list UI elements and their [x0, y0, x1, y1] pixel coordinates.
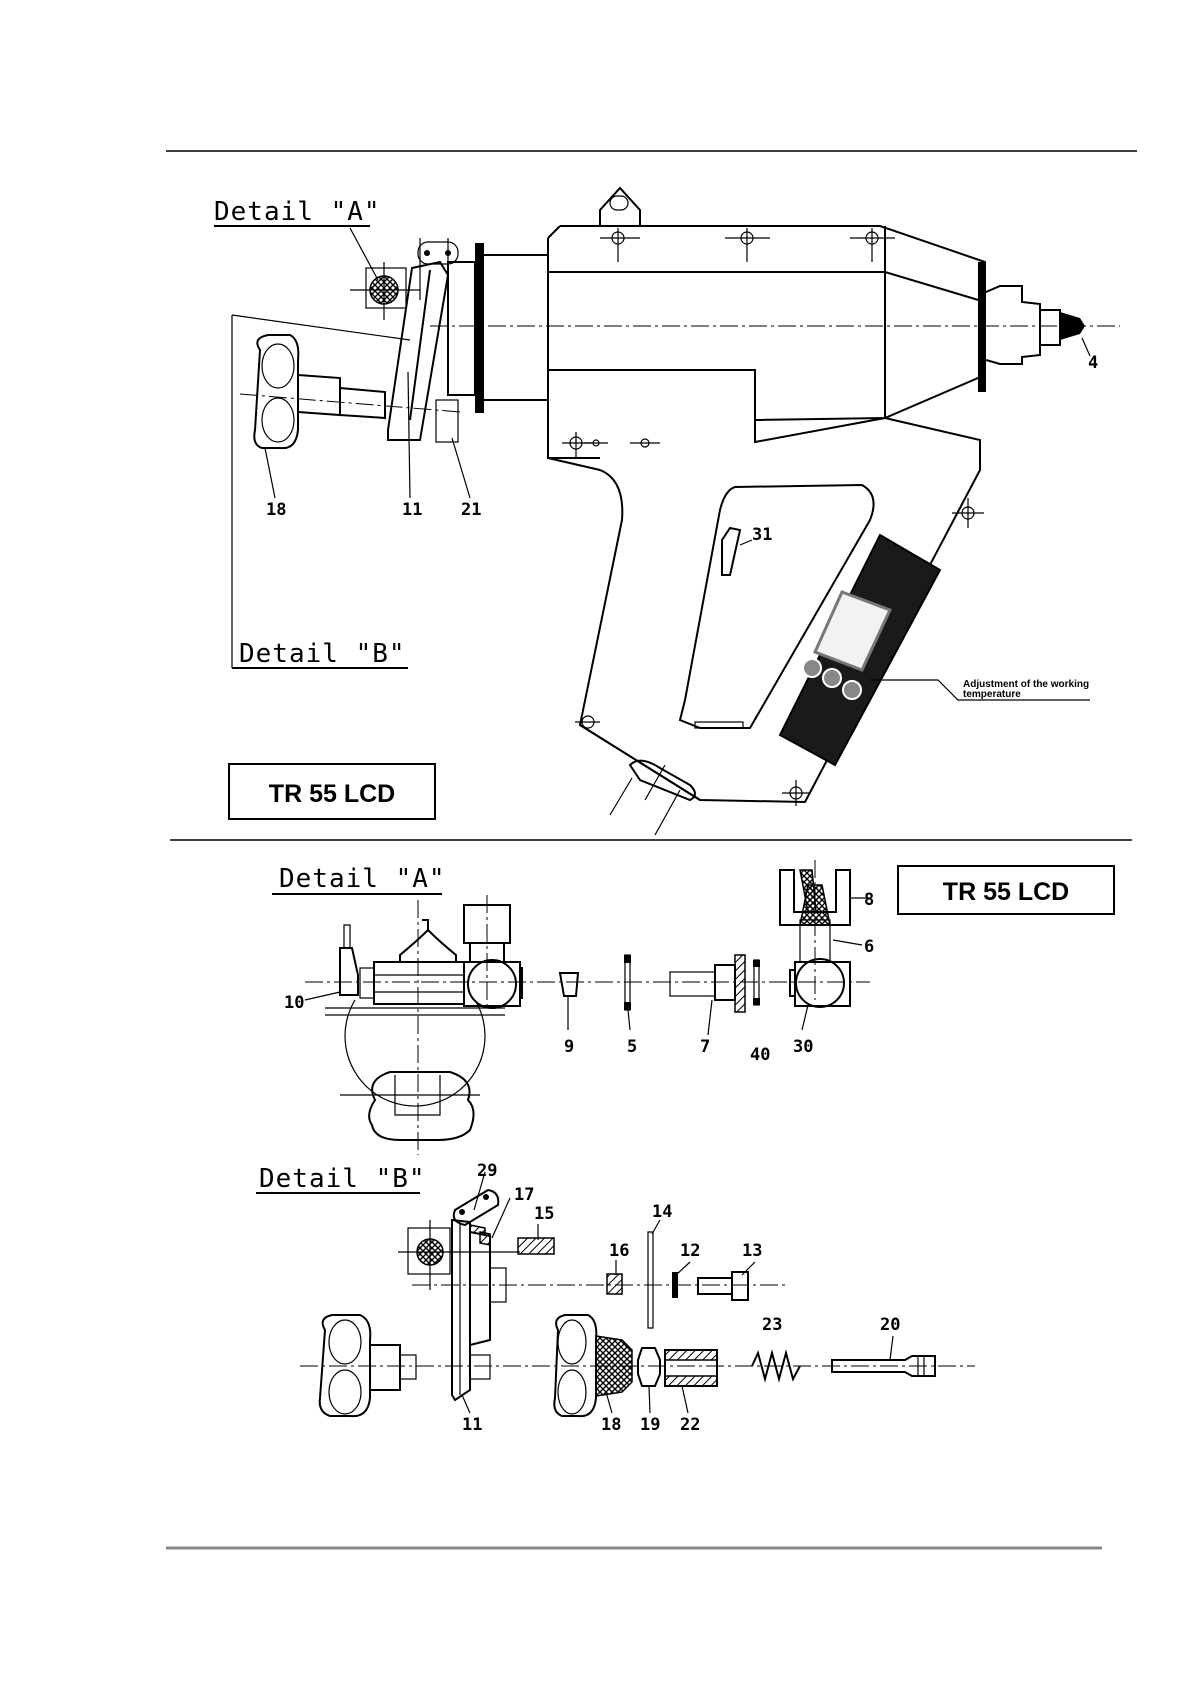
detail-b-exploded-view: [300, 1172, 975, 1416]
part-label-12: 12: [680, 1241, 700, 1261]
part-label-8: 8: [864, 890, 874, 910]
part-label-5: 5: [627, 1037, 637, 1057]
part-label-21: 21: [461, 500, 481, 520]
part-label-11: 11: [402, 500, 422, 520]
part-label-20: 20: [880, 1315, 900, 1335]
detail-a-title: Detail "A": [279, 864, 446, 894]
part-label-7: 7: [700, 1037, 710, 1057]
part-label-16: 16: [609, 1241, 629, 1261]
temperature-note-line-2: temperature: [963, 689, 1021, 700]
part-label-15: 15: [534, 1204, 554, 1224]
part-label-17: 17: [514, 1185, 534, 1205]
part-label-40: 40: [750, 1045, 770, 1065]
part-label-18: 18: [266, 500, 286, 520]
tool-assembly-drawing: [232, 188, 1120, 835]
part-label-29: 29: [477, 1161, 497, 1181]
part-label-23: 23: [762, 1315, 782, 1335]
model-box-top: TR 55 LCD: [229, 764, 435, 819]
model-box-top-text: TR 55 LCD: [269, 780, 395, 808]
model-box-detail: TR 55 LCD: [898, 866, 1114, 914]
detail-b-callout-label: Detail "B": [239, 639, 406, 669]
part-label-30: 30: [793, 1037, 813, 1057]
part-label-14: 14: [652, 1202, 672, 1222]
part-label-22: 22: [680, 1415, 700, 1435]
part-label-10: 10: [284, 993, 304, 1013]
part-label-18-detail: 18: [601, 1415, 621, 1435]
part-label-9: 9: [564, 1037, 574, 1057]
part-label-11-detail: 11: [462, 1415, 482, 1435]
part-label-31: 31: [752, 525, 772, 545]
part-label-6: 6: [864, 937, 874, 957]
detail-b-title: Detail "B": [259, 1164, 426, 1194]
part-label-19: 19: [640, 1415, 660, 1435]
detail-a-exploded-view: [305, 860, 870, 1155]
part-label-4: 4: [1088, 353, 1098, 373]
part-label-13: 13: [742, 1241, 762, 1261]
detail-a-callout-label: Detail "A": [214, 197, 381, 227]
model-box-detail-text: TR 55 LCD: [943, 878, 1069, 906]
